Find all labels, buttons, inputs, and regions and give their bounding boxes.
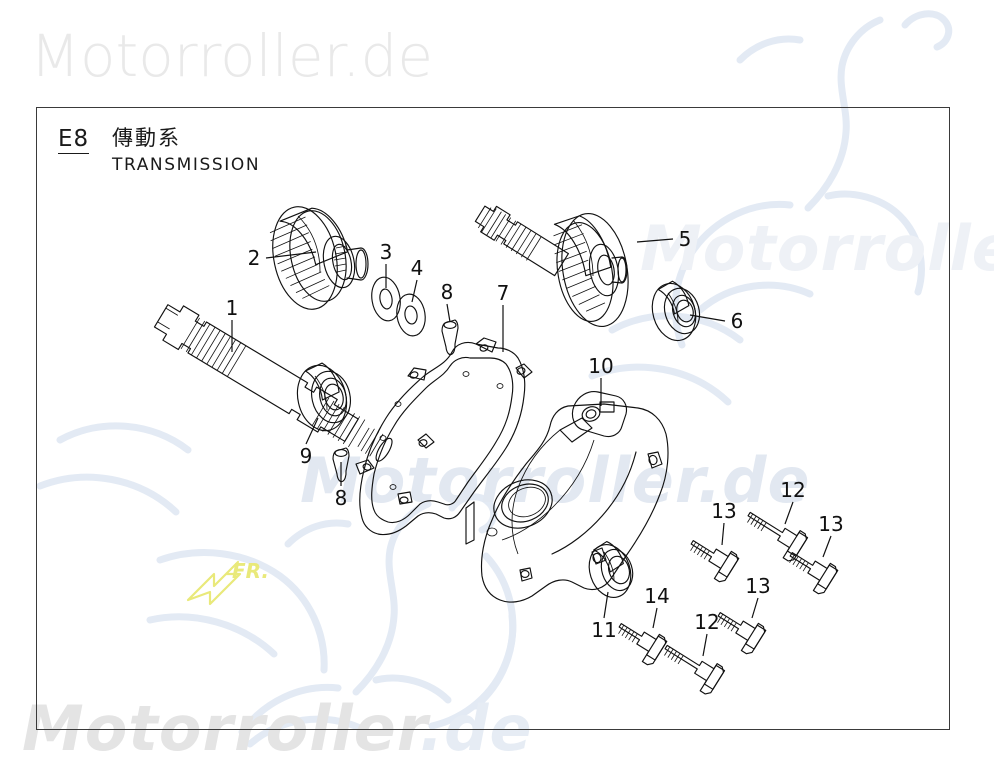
part-drive-shaft <box>153 304 393 462</box>
callout-number-11[interactable]: 11 <box>591 618 617 642</box>
page-title-english: TRANSMISSION <box>112 155 261 175</box>
part-flange-bolt-long-upper <box>747 511 809 562</box>
callout-number-1[interactable]: 1 <box>225 296 239 320</box>
callout-number-2[interactable]: 2 <box>247 246 261 270</box>
part-washer-large <box>371 276 401 322</box>
callout-number-13-c[interactable]: 13 <box>745 574 771 598</box>
callout-number-7[interactable]: 7 <box>496 281 510 305</box>
callout-number-8-upper[interactable]: 8 <box>440 280 454 304</box>
part-flange-bolt-short-b <box>789 552 839 595</box>
part-countershaft-gear <box>474 205 629 327</box>
part-flange-bolt-short-d <box>618 623 668 666</box>
callout-number-6[interactable]: 6 <box>730 309 744 333</box>
callout-number-4[interactable]: 4 <box>410 256 424 280</box>
svg-text:FR.: FR. <box>232 559 269 583</box>
part-flange-bolt-long-lower <box>664 644 726 695</box>
callout-number-12-lower[interactable]: 12 <box>694 610 720 634</box>
callout-number-13-b[interactable]: 13 <box>818 512 844 536</box>
callout-number-9[interactable]: 9 <box>299 444 313 468</box>
callout-number-12-upper[interactable]: 12 <box>780 478 806 502</box>
part-flange-bolt-short-a <box>690 540 740 583</box>
callout-number-14[interactable]: 14 <box>644 584 670 608</box>
part-dowel-pin-lower <box>332 447 350 483</box>
part-transmission-cover <box>465 391 669 603</box>
part-dowel-pin-upper <box>441 319 459 356</box>
watermark-top-motorroller: Motorroller.de <box>30 22 434 90</box>
watermark-bottom-motorroller: Motorroller.de <box>22 692 533 765</box>
part-washer-small <box>396 293 426 337</box>
callout-number-10[interactable]: 10 <box>588 354 614 378</box>
page-title-chinese: 傳動系 <box>112 126 181 150</box>
watermark-mid-motorroller: Motorroller.de <box>300 444 811 517</box>
callout-number-8-lower[interactable]: 8 <box>334 486 348 510</box>
part-oil-seal <box>588 540 634 598</box>
callout-number-5[interactable]: 5 <box>678 227 692 251</box>
callout-leader-lines <box>231 238 832 657</box>
part-flange-bolt-short-c <box>717 612 767 655</box>
callout-number-3[interactable]: 3 <box>379 240 393 264</box>
part-reduction-gear <box>269 206 369 310</box>
callout-number-13-a[interactable]: 13 <box>711 499 737 523</box>
page-title-code: E8 <box>58 126 90 154</box>
diagram-frame-border <box>36 107 950 730</box>
part-crankcase-cover-gasket <box>355 337 533 536</box>
part-ball-bearing-right <box>651 280 701 342</box>
part-ball-bearing-left <box>296 362 351 432</box>
watermark-right-motorroller: Motorroller.de <box>640 212 994 285</box>
